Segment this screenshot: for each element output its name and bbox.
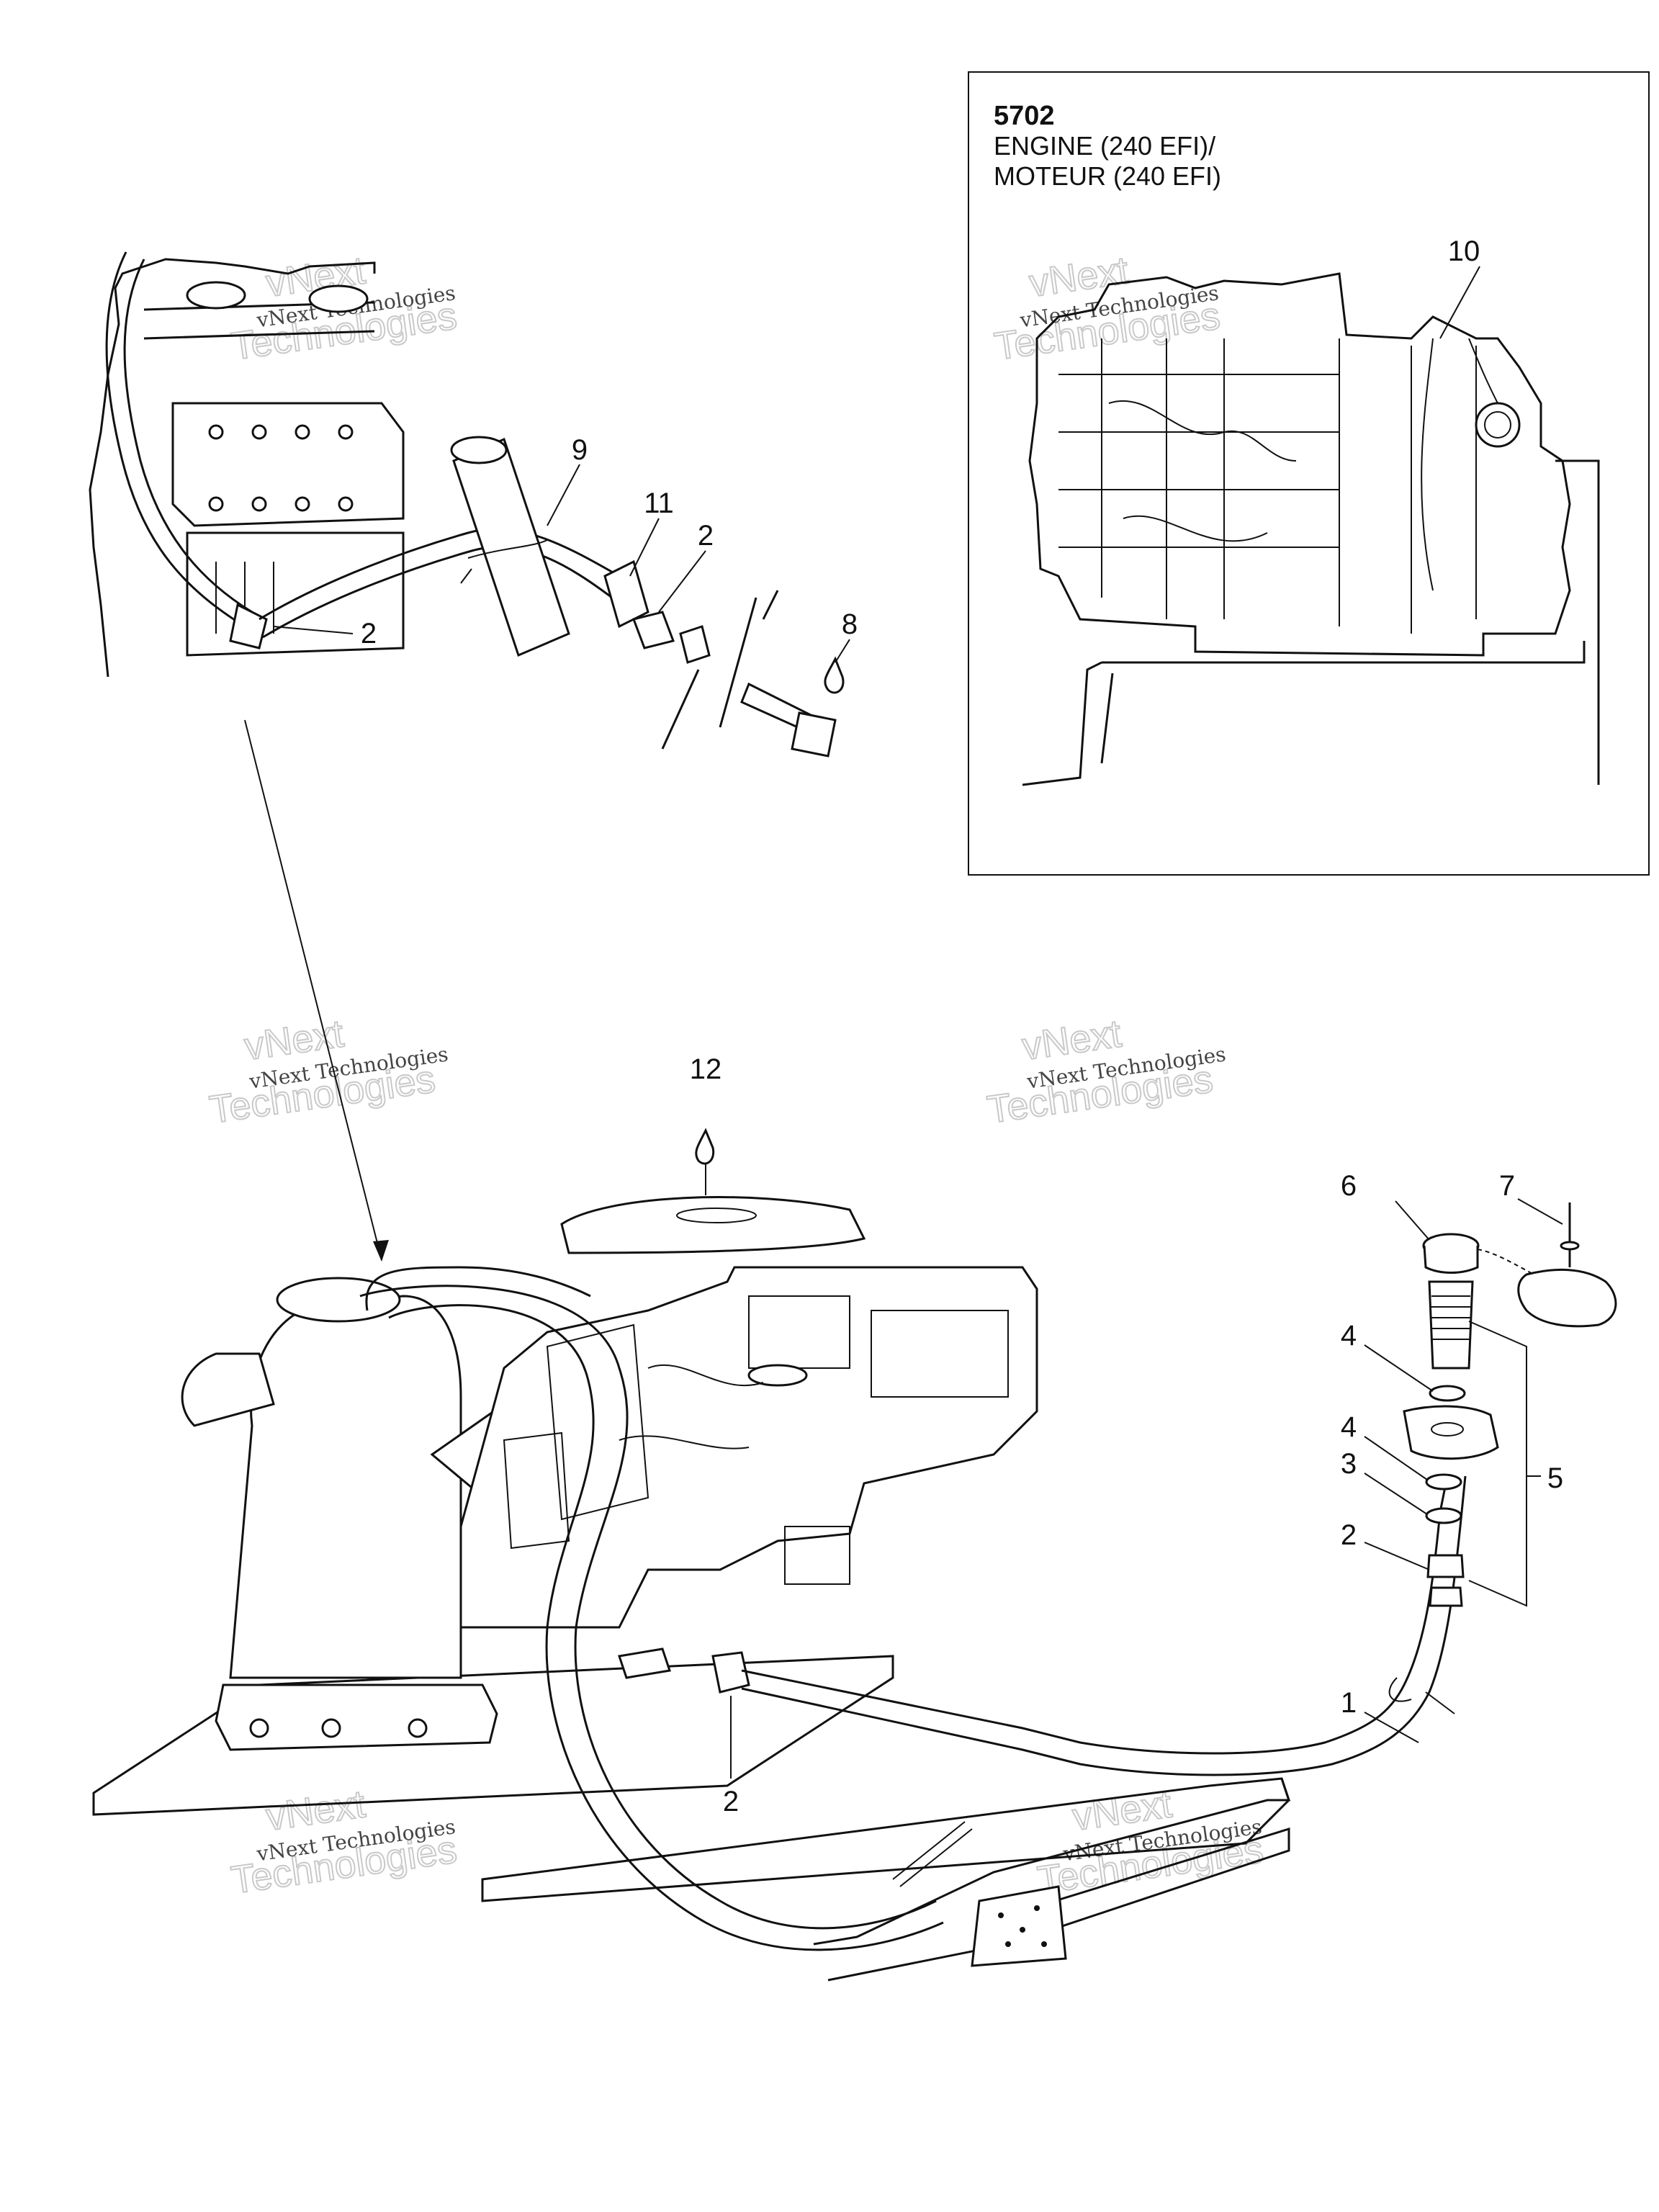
leader-9 — [547, 464, 580, 526]
fuel-filler-assembly — [1364, 1198, 1617, 1743]
leader-2-tr — [658, 550, 706, 613]
callout-3: 3 — [1341, 1448, 1357, 1480]
callout-4-lower: 4 — [1341, 1411, 1357, 1443]
leader-4-upper — [1364, 1344, 1434, 1392]
callout-1: 1 — [1341, 1687, 1357, 1719]
sealant-drop-8-icon — [824, 656, 845, 694]
callout-10: 10 — [1448, 235, 1480, 267]
top-left-detail — [89, 251, 850, 1262]
callout-4-upper: 4 — [1341, 1320, 1357, 1352]
fitting-2 — [1426, 1554, 1465, 1578]
leader-1 — [1364, 1712, 1419, 1743]
sealant-drop-12-icon — [695, 1128, 715, 1165]
callout-6: 6 — [1341, 1170, 1357, 1202]
filler-neck — [1428, 1280, 1474, 1370]
inset-engine-illustration — [1022, 266, 1600, 786]
flame-arrestor-cover — [560, 1196, 866, 1254]
bilge-block — [971, 1885, 1067, 1967]
leader-3 — [1364, 1473, 1428, 1515]
nut-3 — [1425, 1507, 1462, 1524]
hose-11 — [603, 559, 649, 629]
callout-2-top-right: 2 — [698, 520, 714, 552]
callout-7: 7 — [1499, 1170, 1515, 1202]
leader-6 — [1395, 1200, 1430, 1241]
gasket-4-upper — [1429, 1385, 1466, 1402]
main-engine-illustration — [92, 1196, 1467, 1982]
gasket-4-lower — [1425, 1473, 1462, 1491]
leader-8 — [835, 639, 850, 663]
inset-panel: 10 — [968, 71, 1650, 876]
exhaust-manifold — [229, 1295, 462, 1679]
inset-title-line1: ENGINE (240 EFI)/ — [994, 131, 1216, 161]
callout-12: 12 — [690, 1053, 722, 1085]
leader-7 — [1517, 1198, 1563, 1225]
inset-filler-neck-icon — [1475, 402, 1521, 448]
bracket-5 — [1468, 1321, 1527, 1607]
hose-clamp-2-top — [229, 603, 268, 649]
inset-code: 5702 — [994, 101, 1055, 131]
callout-9: 9 — [572, 434, 588, 466]
leader-2-right — [1364, 1542, 1430, 1570]
flange-plate — [1403, 1405, 1499, 1460]
inset-title-block: 5702 ENGINE (240 EFI)/ MOTEUR (240 EFI) — [994, 101, 1570, 192]
pipe-9 — [452, 437, 570, 657]
inset-title-line2: MOTEUR (240 EFI) — [994, 161, 1222, 191]
leader-2-tl — [273, 626, 354, 634]
callout-2-top: 2 — [361, 618, 377, 649]
inset-border — [968, 71, 1650, 876]
detail-pointer-arrow — [244, 719, 382, 1261]
callout-2-bottom: 2 — [723, 1786, 739, 1817]
arrow-head-icon — [373, 1240, 389, 1262]
callout-8: 8 — [842, 608, 858, 640]
callout-2-right: 2 — [1341, 1519, 1357, 1551]
clamp-2-detail — [632, 611, 675, 649]
leader-10 — [1439, 266, 1480, 339]
deck-plate-7 — [1517, 1269, 1617, 1328]
leader-4-lower — [1364, 1436, 1428, 1480]
clamp-2-engine — [711, 1651, 750, 1694]
callout-11: 11 — [644, 487, 674, 519]
callout-5: 5 — [1547, 1462, 1563, 1494]
leader-11 — [629, 518, 660, 577]
